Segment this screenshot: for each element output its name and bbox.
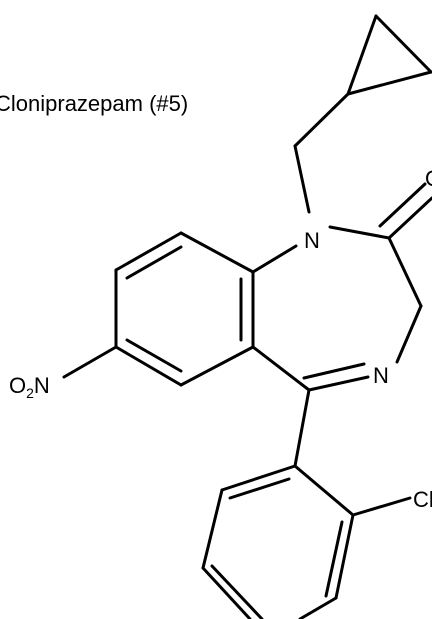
- bond-cp-3: [346, 70, 432, 96]
- atom-n4-label: N: [373, 363, 389, 388]
- bond-ph-cl: [351, 496, 412, 517]
- bond-n1-c9a: [251, 244, 298, 274]
- bond-c2-o-b: [378, 182, 427, 228]
- bond-n1-c2: [328, 225, 391, 240]
- bond-c5-c5a: [251, 345, 311, 392]
- bond-ph-5b: [210, 564, 264, 619]
- bond-c5a-c6: [179, 345, 255, 387]
- bond-c7-no2: [62, 345, 118, 379]
- atom-o-label: O: [425, 166, 432, 191]
- bond-ph-4: [334, 513, 355, 600]
- benzo-ring: [114, 231, 255, 387]
- bond-ph-1: [220, 464, 297, 492]
- bond-cp-ch2: [293, 92, 350, 148]
- bond-ph-4b: [324, 520, 344, 598]
- bond-ph-5: [201, 566, 252, 619]
- bond-cp-1: [346, 14, 378, 96]
- bond-cp-2: [374, 14, 432, 74]
- bond-c3-n4: [395, 304, 423, 364]
- nitro-group-label: O2N: [9, 373, 50, 401]
- bond-n4-c5-a: [307, 375, 370, 392]
- chlorophenyl-ring: [201, 464, 355, 619]
- bond-c8-c9-b: [125, 245, 183, 280]
- bond-ph-2: [293, 464, 355, 517]
- atom-cl-label: Cl: [413, 487, 432, 512]
- bond-ph-1b: [228, 477, 291, 500]
- bond-n4-c5-b: [302, 362, 366, 380]
- bond-c2-c3: [387, 236, 423, 308]
- bond-c6-c7-a: [114, 345, 183, 387]
- bond-c9-c9a: [179, 231, 255, 274]
- compound-title: Cloniprazepam (#5): [0, 91, 188, 116]
- cyclopropyl-ring: [346, 14, 432, 96]
- bond-c6-c7-b: [125, 338, 183, 373]
- atom-n1-label: N: [304, 228, 320, 253]
- bond-ph-3: [201, 488, 224, 570]
- bond-c5-phenyl: [293, 388, 311, 468]
- bond-ch2-n1: [293, 144, 311, 214]
- diazepine-ring: [251, 182, 432, 392]
- bond-ph-6: [298, 596, 338, 619]
- bond-c2-o-a: [387, 196, 432, 240]
- bond-c8-c9-a: [114, 231, 183, 272]
